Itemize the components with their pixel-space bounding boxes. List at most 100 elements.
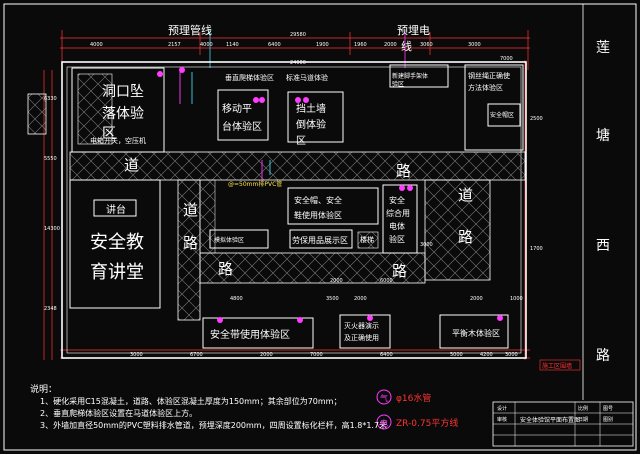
dimension-label: 4000 <box>200 42 213 48</box>
legend-gas-symbol: 气 <box>380 393 388 403</box>
dimension-label: 6330 <box>44 96 57 102</box>
room-helmet <box>287 187 379 225</box>
room-labor <box>289 229 353 249</box>
dimension-label: 3000 <box>420 242 433 248</box>
fence-label: 施工区围墙 <box>542 362 572 370</box>
dimension-label: 1700 <box>530 246 543 252</box>
mobile-label-1: 移动平 <box>222 102 252 115</box>
dimension-label: 7000 <box>310 352 323 358</box>
dimension-label: 3500 <box>326 296 339 302</box>
cave-title-2: 落体验 <box>102 106 144 122</box>
road-4: 道 <box>183 201 198 219</box>
dimension-label: 5000 <box>450 352 463 358</box>
stair-label: 楼梯 <box>360 235 374 244</box>
stair <box>357 231 379 249</box>
retaining-label-3: 区 <box>296 135 306 147</box>
dimension-label: 2157 <box>168 42 181 48</box>
safety-mini-label: 安全帽区 <box>490 111 514 119</box>
room-mobile <box>217 89 269 141</box>
label-elec-2: 线 <box>401 39 412 53</box>
ladder-label: 垂直爬梯体验区 <box>225 73 274 82</box>
room-lecture-hall <box>69 179 161 309</box>
podium-label: 讲台 <box>106 203 126 216</box>
room-wire <box>464 64 524 151</box>
labor-label: 劳保用品展示区 <box>292 235 348 245</box>
dimension-label: 29580 <box>290 32 306 38</box>
helmet-label-1: 安全帽、安全 <box>294 195 342 205</box>
standard-path-label: 标准马道体验 <box>286 73 328 82</box>
road-name-2: 塘 <box>596 128 610 144</box>
balance-label: 平衡木体验区 <box>452 328 500 338</box>
title-cell-6: 图别 <box>603 416 613 423</box>
dimension-label: 1000 <box>510 296 523 302</box>
retaining-label-2: 倒体验 <box>296 118 326 131</box>
dimension-label: 2000 <box>330 278 343 284</box>
dimension-label: 3000 <box>130 352 143 358</box>
fire-label-2: 及正确使用 <box>344 333 379 342</box>
note-2: 2、垂直爬梯体验区设置在马道体验区上方。 <box>40 408 197 418</box>
room-balance <box>439 314 509 349</box>
dimension-label: 2000 <box>354 296 367 302</box>
wire-label-2: 方法体验区 <box>468 83 503 92</box>
dimension-label: 1140 <box>226 42 239 48</box>
dimension-label: 6400 <box>380 352 393 358</box>
comp-label-1: 安全 <box>389 195 405 205</box>
room-retaining <box>287 91 344 143</box>
mobile-label-2: 台体验区 <box>222 120 262 133</box>
legend-gas-text: φ16水管 <box>396 392 431 404</box>
road-name-1: 莲 <box>596 40 610 56</box>
road-network <box>69 151 526 321</box>
retaining-label-1: 挡土墙 <box>296 102 326 115</box>
dimension-label: 6000 <box>380 278 393 284</box>
dimension-label: 1960 <box>354 42 367 48</box>
legend-elec-text: ZR-0.75平方线 <box>396 417 458 429</box>
dimension-label: 5550 <box>44 156 57 162</box>
hall-label-2: 育讲堂 <box>90 262 144 283</box>
road-name-3: 西 <box>596 238 610 254</box>
dimension-label: 3000 <box>468 42 481 48</box>
cave-title-1: 洞口坠 <box>102 84 144 100</box>
side-marker <box>27 93 47 135</box>
comp-label-4: 验区 <box>389 234 405 244</box>
road-6: 道 <box>458 186 473 204</box>
dimension-label: 2500 <box>530 116 543 122</box>
title-cell-1: 设计 <box>497 405 507 412</box>
cave-note: 电箱开关，空压机 <box>90 136 146 145</box>
dimension-label: 6700 <box>190 352 203 358</box>
note-1: 1、硬化采用C15混凝土，道路、体验区混凝土厚度为150mm；其余部位为70mm… <box>40 396 341 406</box>
drawing-frame <box>3 3 637 451</box>
fire-label-1: 灭火器演示 <box>344 321 379 330</box>
room-fire <box>339 314 391 349</box>
dimension-labels: 29580 4000 2157 4000 1140 6400 1900 1960 2000 306… <box>44 32 543 358</box>
dimension-label: 6400 <box>268 42 281 48</box>
room-belt <box>202 317 314 349</box>
scaffold-label-2: 验区 <box>392 80 404 88</box>
road-name-4: 路 <box>596 348 610 364</box>
dimension-label: 24000 <box>290 60 306 66</box>
note-3: 3、外墙加直径50mm的PVC塑料排水管道，预埋深度200mm，四周设置标化栏杆… <box>40 420 387 430</box>
dimension-label: 1900 <box>316 42 329 48</box>
dimension-label: 4200 <box>480 352 493 358</box>
site-boundary <box>61 61 527 359</box>
utility-markers <box>157 67 503 323</box>
room-cave <box>71 67 165 153</box>
podium <box>93 199 137 217</box>
cave-title-3: 区 <box>102 126 116 142</box>
road-7: 路 <box>458 228 473 246</box>
scaffold-label-1: 新建脚手架体 <box>392 72 428 80</box>
dimension-label: 3060 <box>420 42 433 48</box>
road-3: 路 <box>183 234 198 252</box>
vr-label: 模拟体验区 <box>214 236 244 244</box>
hall-label-1: 安全教 <box>90 232 144 253</box>
dimension-label: 14300 <box>44 226 60 232</box>
dimension-label: 4000 <box>90 42 103 48</box>
title-drawing-name: 安全体验馆平面布置图 <box>520 416 580 424</box>
legend-gas-icon <box>376 389 392 405</box>
belt-label: 安全带使用体验区 <box>210 328 290 341</box>
room-safety-mini <box>487 103 521 127</box>
label-elec-1: 预埋电 <box>397 24 430 37</box>
title-cell-4: 日期 <box>578 417 588 423</box>
comp-label-2: 综合用 <box>386 208 410 218</box>
dimension-label: 2348 <box>44 306 57 312</box>
